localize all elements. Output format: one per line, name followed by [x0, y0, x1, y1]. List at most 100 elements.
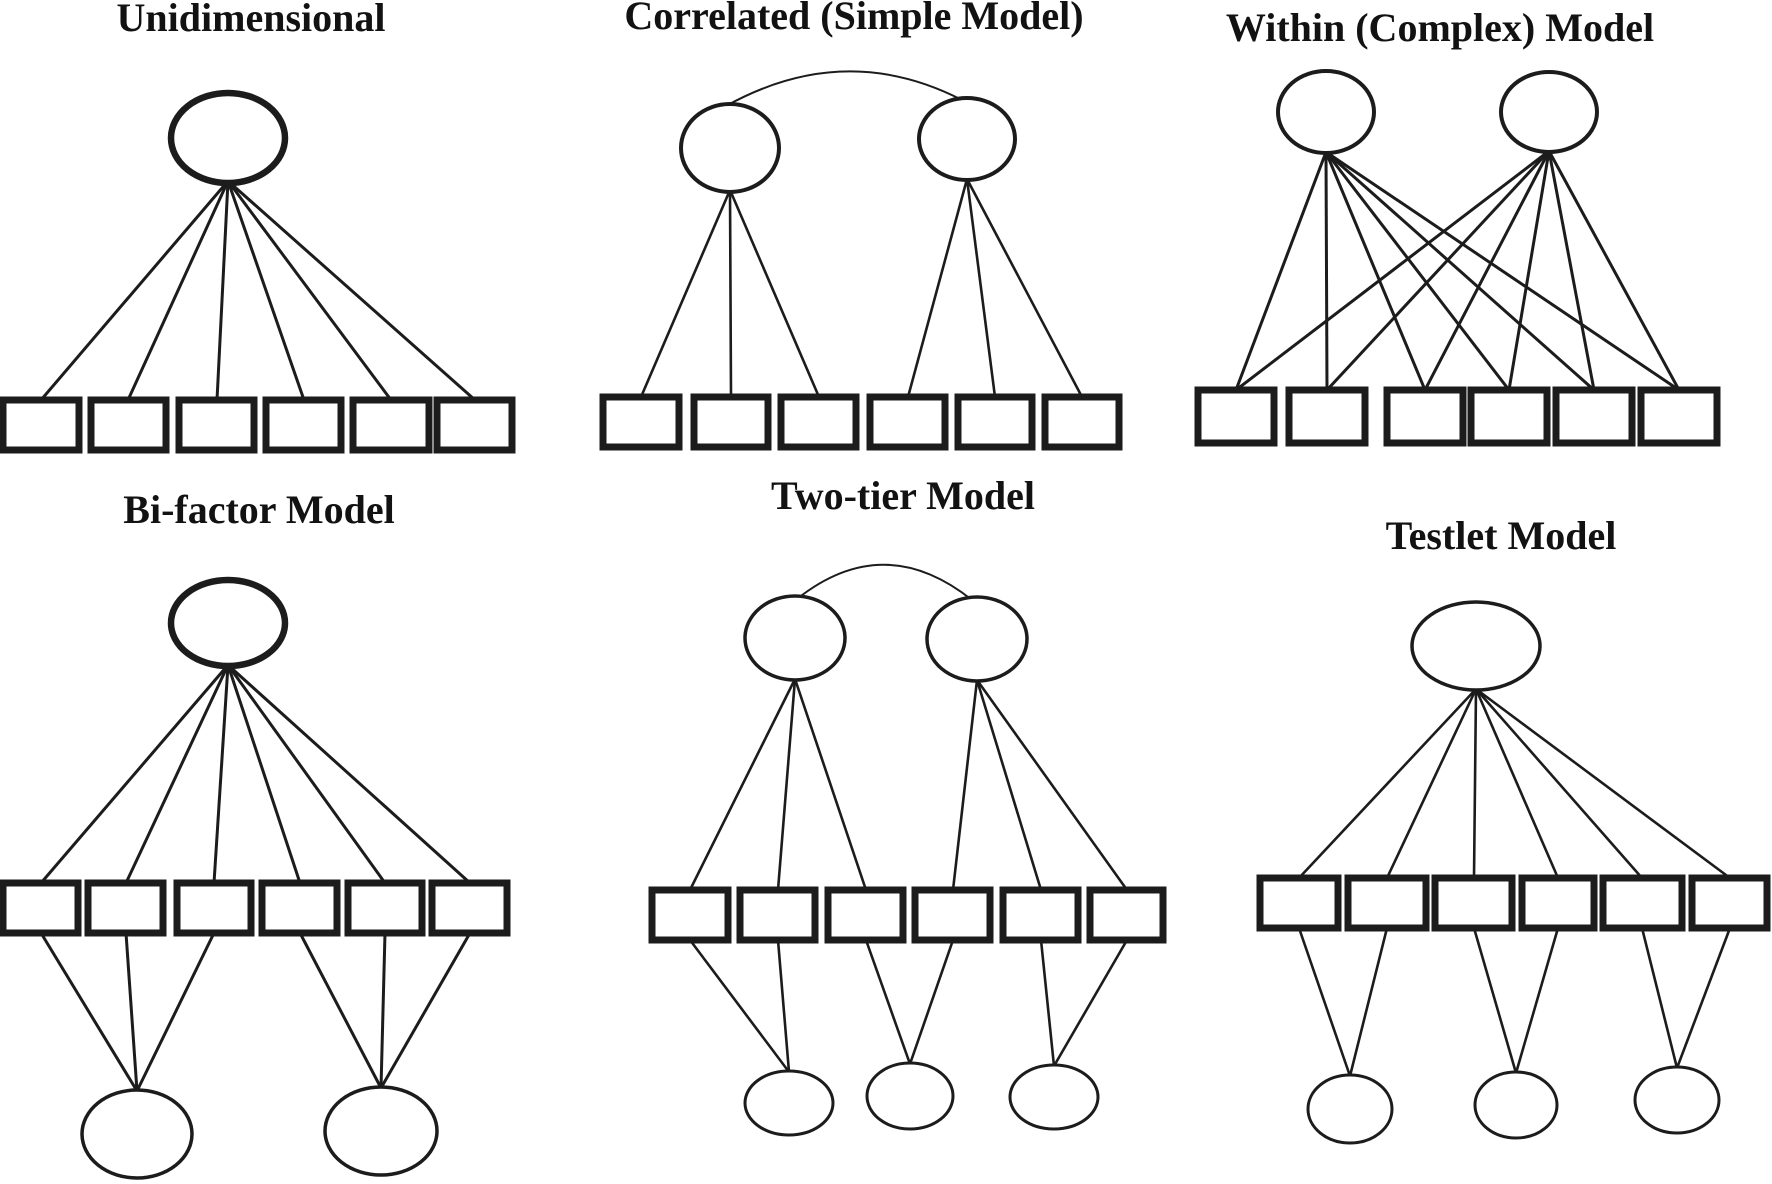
loading-path — [728, 189, 821, 398]
loading-path — [39, 932, 139, 1092]
latent-variable-ellipse-factor-2 — [917, 96, 1017, 182]
loading-path — [1325, 150, 1680, 392]
loading-path — [226, 180, 306, 401]
loading-path — [793, 678, 868, 891]
panel-title-unidimensional: Unidimensional — [116, 0, 386, 40]
latent-variable-ellipse-tier2-factor-1 — [743, 1069, 835, 1137]
loading-path — [728, 189, 733, 398]
loading-path — [1324, 151, 1427, 391]
observed-variable-box — [1086, 886, 1167, 944]
loading-path — [226, 663, 472, 885]
latent-variable-ellipse-group-factor-1 — [80, 1088, 194, 1180]
loading-path — [1640, 927, 1679, 1069]
loading-path — [1472, 927, 1518, 1074]
loading-path — [1514, 927, 1560, 1074]
observed-variable-box — [1041, 393, 1123, 451]
observed-variable-box — [1256, 874, 1342, 932]
observed-variable-box — [1285, 386, 1369, 447]
loading-path — [126, 180, 230, 401]
observed-variable-box — [1194, 386, 1278, 447]
loading-path — [212, 664, 230, 884]
observed-variable-box — [433, 396, 516, 454]
observed-variable-box — [736, 886, 819, 944]
latent-variable-ellipse-factor-1 — [679, 102, 781, 194]
observed-variable-box — [1637, 386, 1721, 447]
loading-path — [1234, 151, 1328, 391]
observed-variable-box — [690, 393, 772, 451]
loading-path — [776, 678, 797, 891]
loading-path — [906, 178, 969, 398]
latent-variable-ellipse-general-factor — [167, 576, 289, 670]
observed-variable-box — [349, 396, 433, 454]
loading-path — [1235, 149, 1550, 392]
panel-title-bifactor-model: Bi-factor Model — [123, 487, 395, 532]
observed-variable-box — [262, 396, 345, 454]
panel-title-testlet-model: Testlet Model — [1385, 513, 1617, 558]
panel-title-two-tier-model: Two-tier Model — [770, 473, 1036, 518]
observed-variable-box — [954, 393, 1036, 451]
loading-path — [908, 939, 955, 1065]
latent-variable-ellipse-factor-1 — [1276, 69, 1376, 155]
loading-path — [1325, 149, 1551, 392]
loading-path — [1324, 151, 1329, 391]
loading-path — [688, 939, 791, 1073]
observed-variable-box — [1467, 386, 1551, 447]
loading-path — [1385, 688, 1478, 879]
loading-path — [135, 932, 216, 1092]
observed-variable-box — [599, 393, 683, 451]
latent-variable-ellipse-general-factor — [1410, 600, 1542, 692]
observed-variable-box — [1599, 874, 1686, 932]
latent-variable-ellipse-tier2-factor-3 — [1008, 1063, 1100, 1131]
latent-variable-ellipse-tier1-factor-1 — [743, 594, 847, 682]
observed-variable-box — [173, 879, 255, 937]
observed-variable-box — [777, 393, 860, 451]
loading-path — [864, 939, 912, 1065]
loading-path — [227, 179, 476, 402]
panel-bifactor-model — [0, 576, 511, 1180]
loading-path — [39, 180, 230, 401]
observed-variable-box — [0, 879, 82, 937]
panel-testlet-model — [1256, 600, 1771, 1145]
observed-variable-box — [911, 886, 994, 944]
loading-path — [226, 664, 387, 884]
latent-variable-ellipse-factor-2 — [1499, 70, 1599, 154]
loading-path — [1507, 150, 1551, 391]
panel-unidimensional — [0, 89, 516, 454]
loading-path — [1423, 150, 1551, 391]
loading-path — [379, 932, 472, 1089]
observed-variable-box — [1383, 386, 1467, 447]
loading-path — [975, 679, 1129, 891]
panel-correlated-simple-model — [599, 70, 1123, 451]
observed-variable-box — [1344, 874, 1430, 932]
loading-path — [1472, 688, 1478, 879]
panel-title-correlated-simple-model: Correlated (Simple Model) — [624, 0, 1084, 38]
loading-path — [124, 664, 230, 884]
observed-variable-box — [258, 879, 341, 937]
panel-two-tier-model — [648, 563, 1167, 1137]
latent-variable-ellipse-testlet-factor-3 — [1633, 1065, 1721, 1135]
correlation-arc — [796, 563, 973, 601]
latent-variable-ellipse-tier1-factor-2 — [925, 595, 1029, 683]
loading-path — [1324, 151, 1511, 391]
loading-path — [379, 932, 387, 1089]
observed-variable-box — [1552, 386, 1636, 447]
observed-variable-box — [824, 886, 907, 944]
loading-path — [298, 932, 383, 1089]
observed-variable-box — [866, 393, 949, 451]
latent-variable-ellipse-group-factor-2 — [323, 1085, 439, 1177]
observed-variable-box — [648, 886, 732, 944]
loading-path — [226, 180, 393, 401]
loading-path — [1474, 688, 1560, 879]
loading-path — [1297, 927, 1352, 1077]
loading-path — [1475, 687, 1731, 880]
latent-variable-ellipse-testlet-factor-2 — [1473, 1070, 1559, 1140]
loading-path — [1475, 688, 1643, 879]
correlation-arc — [725, 70, 963, 107]
loading-path — [975, 679, 1043, 891]
observed-variable-box — [999, 886, 1082, 944]
loading-path — [1547, 150, 1681, 391]
loading-path — [1052, 939, 1129, 1067]
loading-path — [124, 932, 139, 1092]
latent-variable-ellipse-general-factor — [167, 89, 289, 187]
